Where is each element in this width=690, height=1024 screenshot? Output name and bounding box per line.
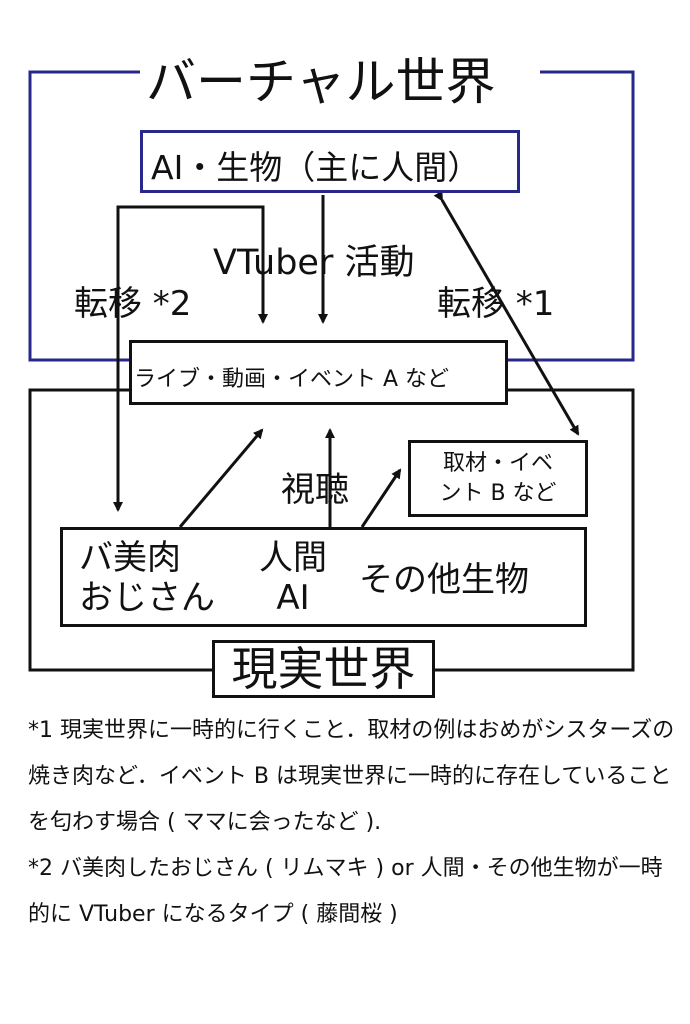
interview-box-line2: ント B など [439,481,557,506]
ai-box-label: AI・生物（主に人間） [151,148,481,187]
group1-line2: おじさん [79,578,215,618]
interview-box-line1: 取材・イベ [442,451,553,476]
live-box: ライブ・動画・イベント A など [129,340,508,405]
interview-box: 取材・イベ ント B など [408,440,588,517]
watch-arrow-left [178,428,264,528]
transfer-left-label: 転移 *2 [74,284,192,324]
footnotes: *1 現実世界に一時的に行くこと．取材の例はおめがシスターズの焼き肉など．イベン… [28,708,678,938]
transfer-right-label: 転移 *1 [437,284,555,324]
real-world-title-box: 現実世界 [212,640,435,698]
vbinokuoji-group: バ美肉 おじさん [79,538,215,618]
group2-line2: AI [276,578,310,618]
watch-arrow-right [360,468,402,528]
transfer-right-arrow [433,190,580,436]
group1-line1: バ美肉 [79,538,181,578]
vtuber-activity-label: VTuber 活動 [213,243,415,283]
footnote-2: *2 バ美肉したおじさん ( リムマキ ) or 人間・その他生物が一時的に V… [28,856,663,927]
watch-label: 視聴 [281,470,349,510]
footnote-1: *1 現実世界に一時的に行くこと．取材の例はおめがシスターズの焼き肉など．イベン… [28,718,675,835]
real-world-title: 現実世界 [231,642,416,696]
virtual-world-title: バーチャル世界 [146,53,496,111]
human-ai-group: 人間 AI [253,538,333,618]
ai-box: AI・生物（主に人間） [140,130,520,193]
other-creatures-label: その他生物 [359,560,529,600]
real-entities-box: バ美肉 おじさん 人間 AI その他生物 [60,527,587,627]
group2-line1: 人間 [259,538,327,578]
live-box-label: ライブ・動画・イベント A など [134,367,450,392]
